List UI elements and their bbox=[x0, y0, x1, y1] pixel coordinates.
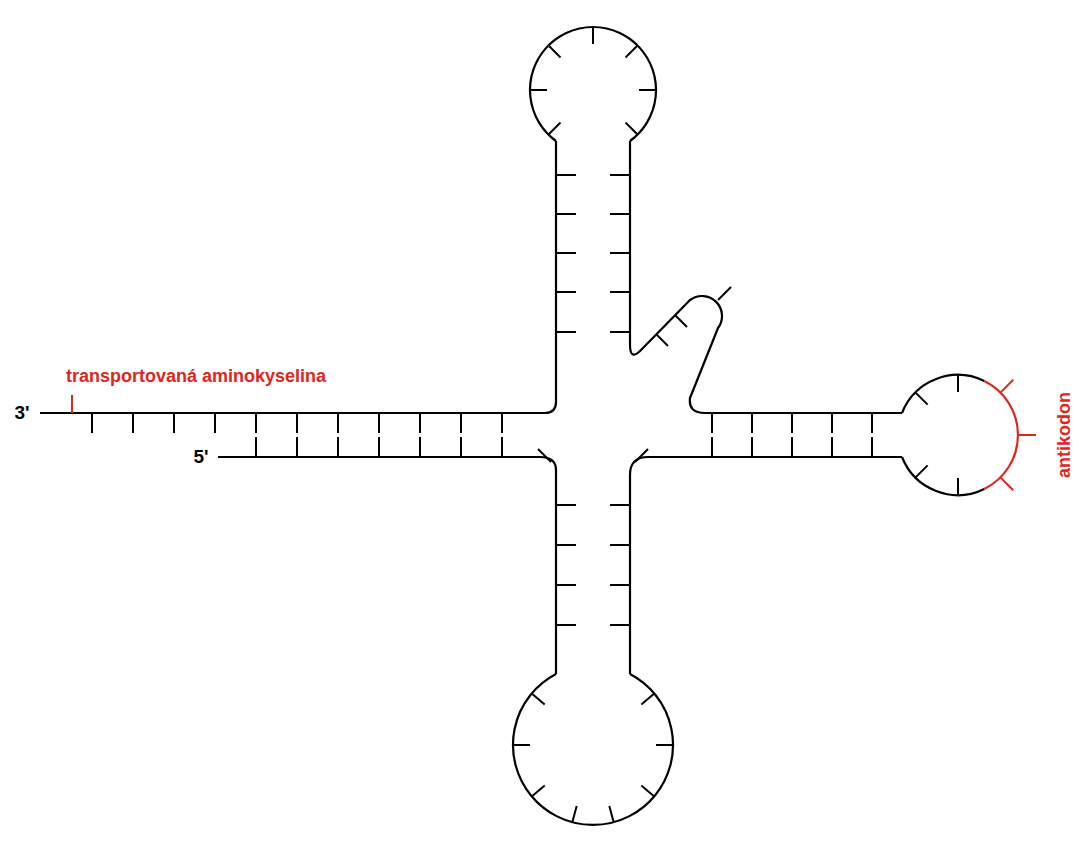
amino-acid-site bbox=[71, 395, 73, 413]
base-tick bbox=[641, 694, 654, 705]
base-tick bbox=[296, 413, 298, 433]
base-tick bbox=[831, 413, 833, 433]
base-tick bbox=[556, 331, 576, 333]
base-tick bbox=[626, 123, 638, 135]
backbone bbox=[40, 27, 984, 825]
base-tick bbox=[91, 413, 93, 433]
base-tick bbox=[626, 46, 638, 58]
base-tick bbox=[255, 437, 257, 457]
base-tick bbox=[549, 46, 561, 58]
base-tick bbox=[556, 252, 576, 254]
base-tick bbox=[378, 413, 380, 433]
base-tick bbox=[460, 437, 462, 457]
base-tick bbox=[916, 393, 928, 405]
anticodon-arc bbox=[984, 381, 1018, 489]
base-tick bbox=[610, 544, 630, 546]
base-tick bbox=[532, 786, 545, 797]
base-tick bbox=[337, 413, 339, 433]
base-tick bbox=[711, 437, 713, 457]
base-tick bbox=[549, 123, 561, 135]
highlight-ticks bbox=[72, 380, 1036, 490]
base-tick bbox=[656, 334, 668, 346]
base-tick bbox=[610, 213, 630, 215]
base-tick bbox=[572, 806, 576, 822]
base-tick bbox=[635, 449, 648, 462]
base-tick bbox=[711, 413, 713, 433]
base-tick bbox=[791, 413, 793, 433]
base-tick bbox=[791, 437, 793, 457]
base-tick bbox=[337, 437, 339, 457]
callout-label: transportovaná aminokyselina bbox=[66, 367, 326, 385]
base-tick bbox=[255, 413, 257, 433]
base-tick bbox=[556, 504, 576, 506]
base-ticks bbox=[92, 27, 958, 822]
strand-end-label: 3' bbox=[14, 403, 29, 422]
base-tick bbox=[419, 437, 421, 457]
base-tick bbox=[530, 89, 547, 91]
top-loop bbox=[530, 27, 656, 141]
base-tick bbox=[460, 413, 462, 433]
base-tick bbox=[419, 413, 421, 433]
base-tick bbox=[173, 413, 175, 433]
base-tick bbox=[532, 694, 545, 705]
variable-arm bbox=[630, 141, 902, 413]
base-tick bbox=[675, 315, 687, 327]
base-tick bbox=[957, 375, 959, 392]
base-tick bbox=[556, 584, 576, 586]
base-tick bbox=[538, 449, 551, 462]
base-tick bbox=[513, 744, 530, 746]
base-tick bbox=[641, 786, 654, 797]
base-tick bbox=[296, 437, 298, 457]
base-tick bbox=[751, 413, 753, 433]
base-tick bbox=[871, 437, 873, 457]
strand-end-label: 5' bbox=[193, 447, 208, 466]
base-tick bbox=[718, 287, 731, 300]
anticodon-loop bbox=[902, 375, 984, 413]
base-tick bbox=[610, 624, 630, 626]
base-tick bbox=[501, 413, 503, 433]
base-tick bbox=[957, 478, 959, 495]
base-tick bbox=[831, 437, 833, 457]
strand-3prime bbox=[40, 141, 556, 413]
base-tick bbox=[556, 624, 576, 626]
base-tick bbox=[556, 544, 576, 546]
base-tick bbox=[132, 413, 134, 433]
anticodon-tick bbox=[1000, 380, 1013, 393]
base-tick bbox=[610, 504, 630, 506]
base-tick bbox=[656, 744, 673, 746]
base-tick bbox=[751, 437, 753, 457]
anticodon-loop bbox=[902, 457, 984, 495]
base-tick bbox=[871, 413, 873, 433]
base-tick bbox=[639, 89, 656, 91]
base-tick bbox=[214, 413, 216, 433]
base-tick bbox=[916, 465, 928, 477]
base-tick bbox=[556, 213, 576, 215]
strand-lower bbox=[630, 457, 902, 674]
base-tick bbox=[556, 291, 576, 293]
anticodon-tick bbox=[1018, 434, 1036, 436]
bottom-loop bbox=[513, 674, 673, 825]
base-tick bbox=[609, 806, 613, 822]
base-tick bbox=[378, 437, 380, 457]
strand-5prime bbox=[218, 457, 556, 674]
base-tick bbox=[610, 584, 630, 586]
base-tick bbox=[610, 291, 630, 293]
base-tick bbox=[610, 174, 630, 176]
base-tick bbox=[501, 437, 503, 457]
anticodon-tick bbox=[1000, 477, 1013, 490]
base-tick bbox=[610, 331, 630, 333]
base-tick bbox=[556, 174, 576, 176]
callout-label: antikodon bbox=[1055, 392, 1073, 478]
base-tick bbox=[592, 27, 594, 44]
base-tick bbox=[610, 252, 630, 254]
